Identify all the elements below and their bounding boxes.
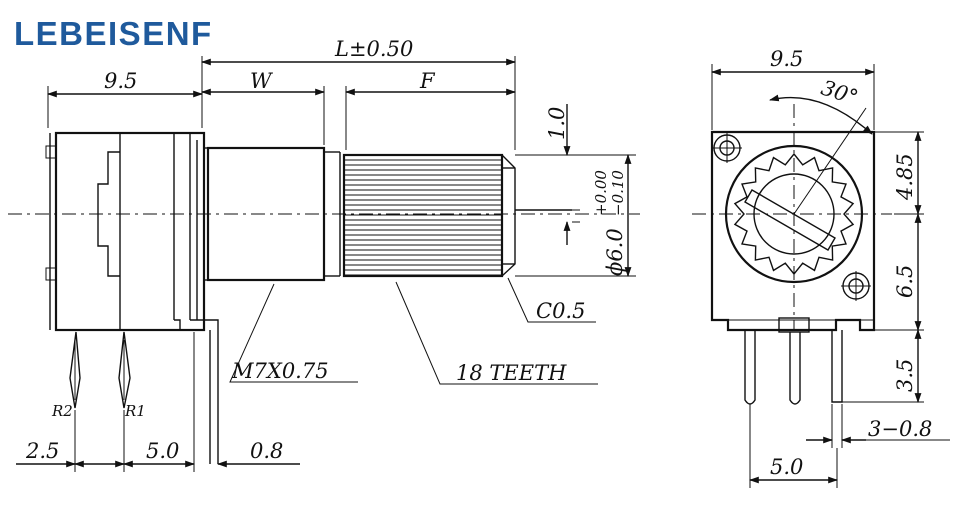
threaded-bushing: [206, 146, 341, 282]
knob-slot: [744, 189, 836, 251]
thread-label: M7X0.75: [231, 359, 329, 383]
pot-body: [45, 131, 208, 332]
width-w-dim: W: [250, 69, 274, 93]
mount-hole-top-left: [712, 133, 742, 163]
mount-tab: [190, 319, 219, 464]
front-width-dim: 9.5: [770, 47, 803, 71]
flat-height-dim: 1.0: [545, 107, 569, 140]
pin-label-r2: R2: [51, 402, 73, 420]
side-view: R2 R1 9.5 L±0.50 W F 1.0 ϕ6.0 +0.00 −0.1…: [8, 37, 640, 472]
tol-lower: −0.10: [609, 170, 627, 216]
front-housing: [710, 130, 876, 332]
flat-f-dim: F: [419, 69, 436, 93]
angle-label: 30°: [818, 76, 861, 110]
top-height-dim: 4.85: [893, 153, 917, 201]
knurled-shaft: [342, 153, 516, 278]
mount-hole-bottom-right: [841, 271, 871, 301]
pin-thick-dim: 0.8: [250, 439, 283, 463]
pin-label-r1: R1: [124, 402, 146, 420]
shaft-diameter-dim: ϕ6.0: [603, 228, 627, 276]
terminal-pins: [69, 331, 131, 409]
tol-upper: +0.00: [592, 170, 610, 216]
chamfer-label: C0.5: [536, 299, 585, 323]
body-width-dim: 9.5: [104, 69, 137, 93]
brand-logo: LEBEISENF: [14, 15, 213, 52]
teeth-label: 18 TEETH: [456, 361, 567, 385]
length-dim: L±0.50: [334, 37, 413, 61]
front-pitch-dim: 5.0: [770, 455, 803, 479]
pin-spec-dim: 3−0.8: [868, 417, 932, 441]
front-view: 9.5 30° 4.85 6.5 3.5 3−0.8 5.0: [692, 47, 950, 488]
mid-height-dim: 6.5: [893, 265, 917, 298]
pitch-left-dim: 2.5: [25, 439, 59, 463]
pin-length-dim: 3.5: [893, 359, 917, 392]
pitch-mid-dim: 5.0: [146, 439, 179, 463]
